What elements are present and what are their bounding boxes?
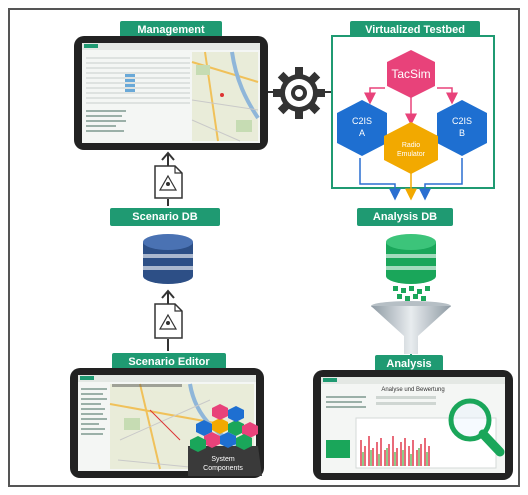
component-hexagons	[190, 404, 258, 452]
c2is-a-sublabel: A	[359, 128, 365, 138]
scenario-db-tag: Scenario DB	[110, 208, 220, 226]
management-map	[191, 51, 260, 142]
c2is-b-sublabel: B	[459, 128, 465, 138]
funnel-icon	[371, 301, 451, 354]
system-components-label: System	[211, 456, 235, 463]
scenario-db-icon	[143, 234, 193, 284]
c2is-a-node: C2IS A	[337, 100, 387, 156]
management-table	[86, 57, 190, 104]
document-icon-top	[154, 165, 183, 199]
radio-sublabel: Emulator	[397, 151, 426, 158]
management-tablet	[74, 36, 268, 150]
analysis-tablet: Analyse und Bewertung	[313, 370, 513, 480]
c2is-b-label: C2IS	[452, 116, 472, 126]
analysis-tag: Analysis	[375, 355, 443, 373]
analysis-chart	[355, 417, 497, 469]
scenario-editor-tag: Scenario Editor	[112, 353, 226, 371]
testbed-arrows	[359, 87, 463, 201]
magnifier-icon	[448, 398, 505, 457]
data-particles	[393, 286, 430, 301]
radio-label: Radio	[402, 142, 420, 149]
tacsim-node: TacSim	[387, 50, 435, 98]
gear-icon	[273, 67, 325, 119]
analysis-db-icon	[386, 234, 436, 284]
c2is-b-node: C2IS B	[437, 100, 487, 156]
system-components-sublabel: Components	[203, 465, 243, 472]
analysis-db-tag: Analysis DB	[357, 208, 453, 226]
management-tag: Management	[120, 21, 222, 39]
virtualized-testbed-tag: Virtualized Testbed	[350, 21, 480, 39]
logo-icon	[84, 44, 98, 48]
analysis-status-tile	[326, 440, 350, 458]
tacsim-label: TacSim	[391, 67, 430, 81]
radio-emulator-node: Radio Emulator	[384, 122, 438, 174]
system-components-icon: System Components	[188, 404, 262, 476]
analysis-screen-title: Analyse und Bewertung	[381, 387, 444, 393]
c2is-a-label: C2IS	[352, 116, 372, 126]
document-icon-bottom	[154, 303, 183, 339]
